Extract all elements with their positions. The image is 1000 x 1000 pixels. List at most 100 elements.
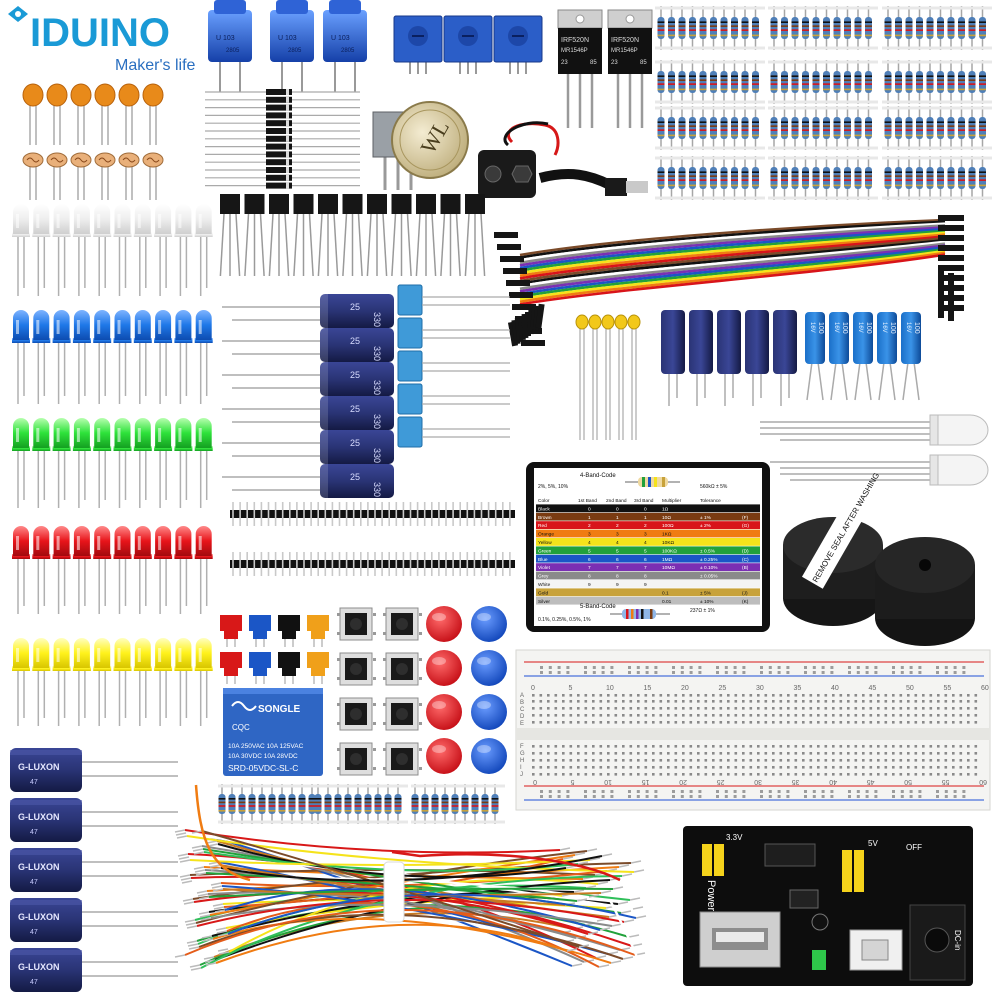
- white-led: [52, 204, 71, 296]
- red-led: [133, 526, 152, 614]
- table-cell: 5: [588, 548, 591, 554]
- resistor: [657, 60, 665, 104]
- usb-port: [699, 911, 781, 968]
- resistor: [720, 6, 728, 50]
- breadboard-row-letter: A: [520, 693, 524, 699]
- blue-led: [52, 310, 71, 404]
- dupont-jumper-ribbon: [494, 215, 964, 347]
- white-led: [12, 204, 30, 296]
- jumper-cap: [220, 652, 242, 684]
- table-cell: 0: [644, 506, 647, 512]
- jumper-wire-bundle: [174, 784, 650, 991]
- table-cell: Black: [538, 506, 550, 512]
- table-cell: 3: [616, 532, 619, 538]
- film-capacitor: [397, 317, 510, 349]
- chip-icon: [8, 6, 28, 22]
- capacitor-large-value: 47: [30, 879, 38, 886]
- button-cap: [426, 606, 462, 642]
- button-cap: [471, 606, 507, 642]
- ribbon-wire: [519, 247, 946, 298]
- table-cell: 10Ω: [662, 515, 671, 521]
- table-cell: 5: [644, 548, 647, 554]
- power-module-voltage-left: 3.3V: [726, 833, 743, 842]
- resistor: [979, 106, 986, 150]
- capacitor-blue-value: 100: [841, 322, 848, 334]
- resistor: [968, 156, 976, 200]
- blue-led: [93, 310, 112, 404]
- blue-led: [154, 310, 173, 404]
- mosfet-lot: 85: [590, 60, 597, 66]
- multiturn-trimmer: [493, 15, 543, 74]
- resistor: [905, 156, 913, 200]
- yellow-led: [32, 638, 51, 726]
- capacitor-value-alt: 330: [372, 482, 382, 497]
- red-leds: [12, 526, 213, 614]
- diode: [205, 112, 360, 119]
- card-example-5band: 237Ω ± 1%: [690, 608, 715, 614]
- resistor: [752, 6, 759, 50]
- resistor-strip: [411, 784, 505, 824]
- resistor: [770, 6, 778, 50]
- resistor-block: [655, 156, 765, 200]
- photoresistors: [22, 152, 164, 200]
- capacitor-brand: G-LUXON: [18, 862, 60, 872]
- resistor: [678, 60, 686, 104]
- resistor: [678, 156, 686, 200]
- resistor: [937, 156, 944, 200]
- capacitor-value-alt: 330: [372, 380, 382, 395]
- relay-cert: CQC: [232, 723, 250, 732]
- resistor: [384, 784, 392, 824]
- capacitor-value: 25: [350, 336, 360, 346]
- transistor: [415, 194, 437, 277]
- capacitor-brand: G-LUXON: [18, 912, 60, 922]
- resistor-grid: [655, 6, 992, 200]
- transistor: [293, 194, 314, 277]
- trimmer-code: 2805: [288, 48, 302, 54]
- electrolytic-capacitor: [773, 310, 797, 406]
- breadboard-column-number: 55: [944, 685, 952, 692]
- breadboard-power-module: Power 3.3V 5V OFF DC-in: [683, 826, 973, 986]
- diode: [205, 104, 360, 111]
- multiturn-trimmer: [393, 15, 443, 74]
- blue-led: [12, 310, 30, 404]
- resistor: [854, 156, 862, 200]
- resistor: [968, 60, 976, 104]
- table-cell: 0.1: [662, 590, 669, 596]
- diode: [205, 143, 360, 150]
- ribbon-wire: [519, 227, 946, 270]
- resistor: [833, 156, 841, 200]
- breadboard-column-number-bottom: 40: [829, 778, 837, 785]
- resistor: [678, 106, 686, 150]
- resistor: [720, 106, 728, 150]
- card-tol-5band: 0.1%, 0.25%, 0.5%, 1%: [538, 617, 591, 623]
- ribbon-wire: [519, 231, 946, 275]
- yellow-led: [174, 638, 193, 726]
- capacitor-value-alt: 330: [372, 312, 382, 327]
- resistor: [308, 784, 316, 824]
- resistor: [905, 60, 913, 104]
- red-led: [32, 526, 51, 614]
- table-cell: 9: [616, 582, 619, 588]
- table-cell: Red: [538, 523, 547, 529]
- resistor: [926, 156, 934, 200]
- ribbon-wire: [519, 229, 946, 272]
- transistor: [391, 194, 412, 277]
- ribbon-wire: [519, 238, 946, 285]
- resistor: [731, 106, 738, 150]
- capacitor-blue-value: 100: [865, 322, 872, 334]
- table-cell: 7: [588, 565, 591, 571]
- resistor: [699, 106, 707, 150]
- resistor: [770, 106, 778, 150]
- resistor: [979, 6, 986, 50]
- jumper-cap: [249, 652, 271, 684]
- table-cell: 10KΩ: [662, 540, 675, 546]
- resistor: [833, 60, 841, 104]
